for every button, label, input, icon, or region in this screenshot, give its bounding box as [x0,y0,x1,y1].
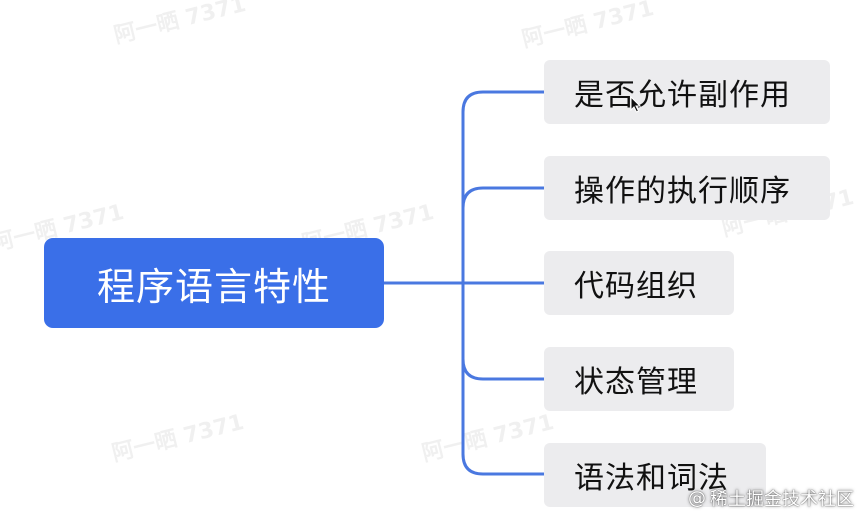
child-node-label: 是否允许副作用 [574,78,791,113]
child-node-label: 状态管理 [574,365,698,400]
child-node-label: 语法和词法 [574,461,729,496]
child-node-state-management[interactable]: 状态管理 [544,347,734,411]
connector-child-5 [461,452,546,476]
root-node[interactable]: 程序语言特性 [44,238,384,328]
child-node-code-organization[interactable]: 代码组织 [544,251,734,315]
child-node-label: 代码组织 [574,269,698,304]
connector-child-1 [461,90,546,114]
connector-child-2 [461,186,546,210]
root-node-label: 程序语言特性 [96,264,331,309]
credit-text: 稀土掘金技术社区 [710,489,854,510]
child-node-syntax-lexicon[interactable]: 语法和词法 [544,443,766,507]
child-node-label: 操作的执行顺序 [574,174,791,209]
at-icon: @ [688,487,706,509]
connector-child-4 [461,357,546,381]
mouse-cursor-icon [630,96,642,113]
child-node-execution-order[interactable]: 操作的执行顺序 [544,156,830,220]
child-node-side-effects[interactable]: 是否允许副作用 [544,60,830,124]
source-credit: @ 稀土掘金技术社区 [688,485,854,511]
